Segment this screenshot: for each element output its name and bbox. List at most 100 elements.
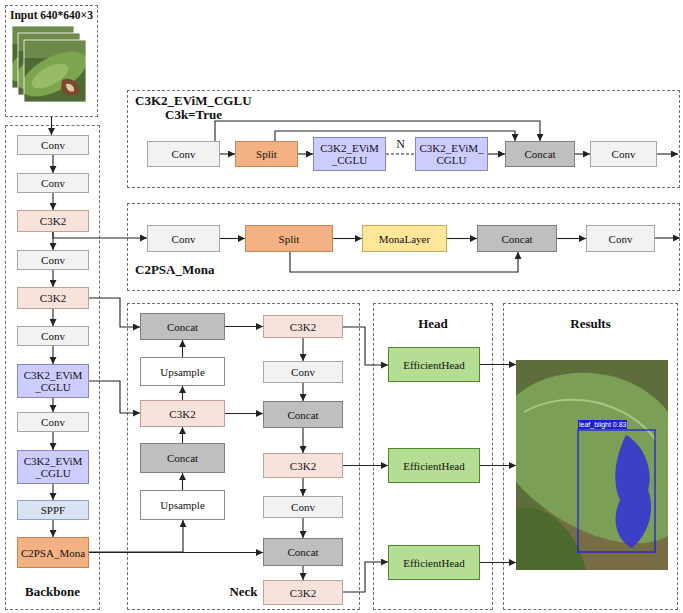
connector-arrow	[52, 309, 53, 326]
c3k2-block: C3K2	[263, 315, 343, 338]
connector-arrow	[89, 520, 183, 552]
head-block: EfficientHead	[388, 448, 480, 483]
concat-block: Concat	[263, 538, 343, 566]
module-panel: Input 640*640×3	[5, 5, 98, 117]
c3k2-block: C3K2	[17, 210, 89, 232]
conv-block: Conv	[586, 225, 655, 252]
connector-arrow	[298, 153, 313, 154]
connector-arrow	[220, 153, 235, 154]
split-block: Split	[245, 225, 333, 252]
connector-arrow	[275, 131, 515, 141]
concat-block: Concat	[140, 313, 225, 340]
conv-block: Conv	[263, 496, 343, 518]
concat-block: Concat	[263, 401, 343, 428]
connector-arrow	[386, 153, 415, 154]
connector-arrow	[52, 432, 53, 450]
connector-arrow	[89, 381, 140, 413]
block-label: SPPF	[41, 504, 65, 516]
connector-arrow	[220, 238, 245, 239]
conv-block: Conv	[263, 361, 343, 383]
conv-block: Conv	[590, 141, 657, 167]
connector-arrow	[225, 326, 263, 327]
block-label: Split	[279, 233, 300, 245]
connector-arrow	[52, 155, 53, 173]
module-panel: ConcatUpsampleC3K2ConcatUpsampleC3K2Conv…	[127, 303, 360, 610]
sppf-block: SPPF	[17, 500, 89, 520]
connector-arrow	[89, 552, 263, 553]
connector-arrow	[182, 473, 183, 490]
panel-heading: C3K2_EViM_CGLU	[135, 93, 252, 108]
block-label: MonaLayer	[379, 233, 430, 245]
connector-arrow	[343, 327, 388, 365]
panel-heading: C3k=True	[165, 107, 222, 122]
c3k2-block: C3K2	[263, 453, 343, 478]
conv-block: Conv	[17, 135, 89, 155]
c3k2-evim-block: C3K2_EViM _CGLU	[313, 137, 386, 171]
conv-block: Conv	[17, 326, 89, 346]
block-label: Upsample	[160, 366, 205, 378]
block-label: C3K2_EViM _CGLU	[20, 455, 86, 479]
block-label: Concat	[501, 233, 532, 245]
connector-arrow	[52, 398, 53, 412]
input-image-stack	[2, 26, 94, 106]
block-label: Concat	[167, 321, 198, 333]
module-panel: ConvSplitMonaLayerConcatConvC2PSA_Mona	[127, 203, 680, 291]
block-label: Conv	[172, 148, 196, 160]
connector-arrow	[333, 238, 362, 239]
connector-arrow	[302, 383, 303, 401]
head-block: EfficientHead	[388, 347, 480, 382]
mona-layer-block: MonaLayer	[362, 225, 447, 252]
connector-arrow	[557, 238, 586, 239]
conv-block: Conv	[17, 173, 89, 193]
panel-heading: Backbone	[6, 584, 99, 599]
head-block: EfficientHead	[388, 545, 480, 580]
block-label: Conv	[291, 366, 315, 378]
block-label: Conv	[41, 177, 65, 189]
block-label: C2PSA_Mona	[21, 547, 85, 559]
connector-arrow	[182, 386, 183, 400]
c3k2-evim-block: C3K2_EViM _CGLU	[17, 364, 89, 398]
block-label: Concat	[287, 546, 318, 558]
block-label: Conv	[609, 233, 633, 245]
panel-heading: Input 640*640×3	[10, 8, 93, 23]
result-image: leaf_blight 0.83	[516, 360, 668, 570]
conv-block: Conv	[17, 250, 89, 270]
output-arrow	[657, 153, 678, 154]
connector-arrow	[51, 117, 52, 135]
concat-block: Concat	[140, 443, 225, 473]
module-panel: leaf_blight 0.83 Results	[503, 303, 678, 610]
block-label: Concat	[167, 452, 198, 464]
upsample-block: Upsample	[140, 490, 225, 520]
connector-arrow	[182, 427, 183, 443]
block-label: C3K2_EViM_ CGLU	[418, 142, 485, 166]
block-label: EfficientHead	[403, 359, 465, 371]
connector-arrow	[52, 520, 53, 537]
connector-arrow	[52, 346, 53, 364]
conv-block: Conv	[17, 412, 89, 432]
connector-arrow	[215, 121, 540, 141]
block-label: C3K2	[290, 587, 316, 599]
conv-block: Conv	[147, 141, 220, 167]
edge-label: N	[391, 138, 411, 151]
c3k2-evim-block: C3K2_EViM_ CGLU	[415, 137, 488, 171]
panel-heading: Results	[504, 316, 677, 331]
connector-arrow	[302, 566, 303, 580]
block-label: C3K2	[40, 215, 66, 227]
connector-arrow	[302, 478, 303, 496]
block-label: Concat	[524, 148, 555, 160]
result-photo	[516, 360, 668, 570]
concat-block: Concat	[477, 225, 557, 252]
block-label: C3K2_EViM _CGLU	[316, 142, 383, 166]
connector-arrow	[302, 428, 303, 453]
block-label: Conv	[172, 233, 196, 245]
upsample-block: Upsample	[140, 357, 225, 386]
module-panel: ConvConvC3K2ConvC3K2ConvC3K2_EViM _CGLUC…	[5, 125, 100, 610]
output-arrow	[655, 237, 680, 238]
concat-block: Concat	[505, 141, 575, 167]
block-label: Conv	[41, 330, 65, 342]
block-label: C3K2	[290, 460, 316, 472]
connector-arrow	[447, 238, 477, 239]
